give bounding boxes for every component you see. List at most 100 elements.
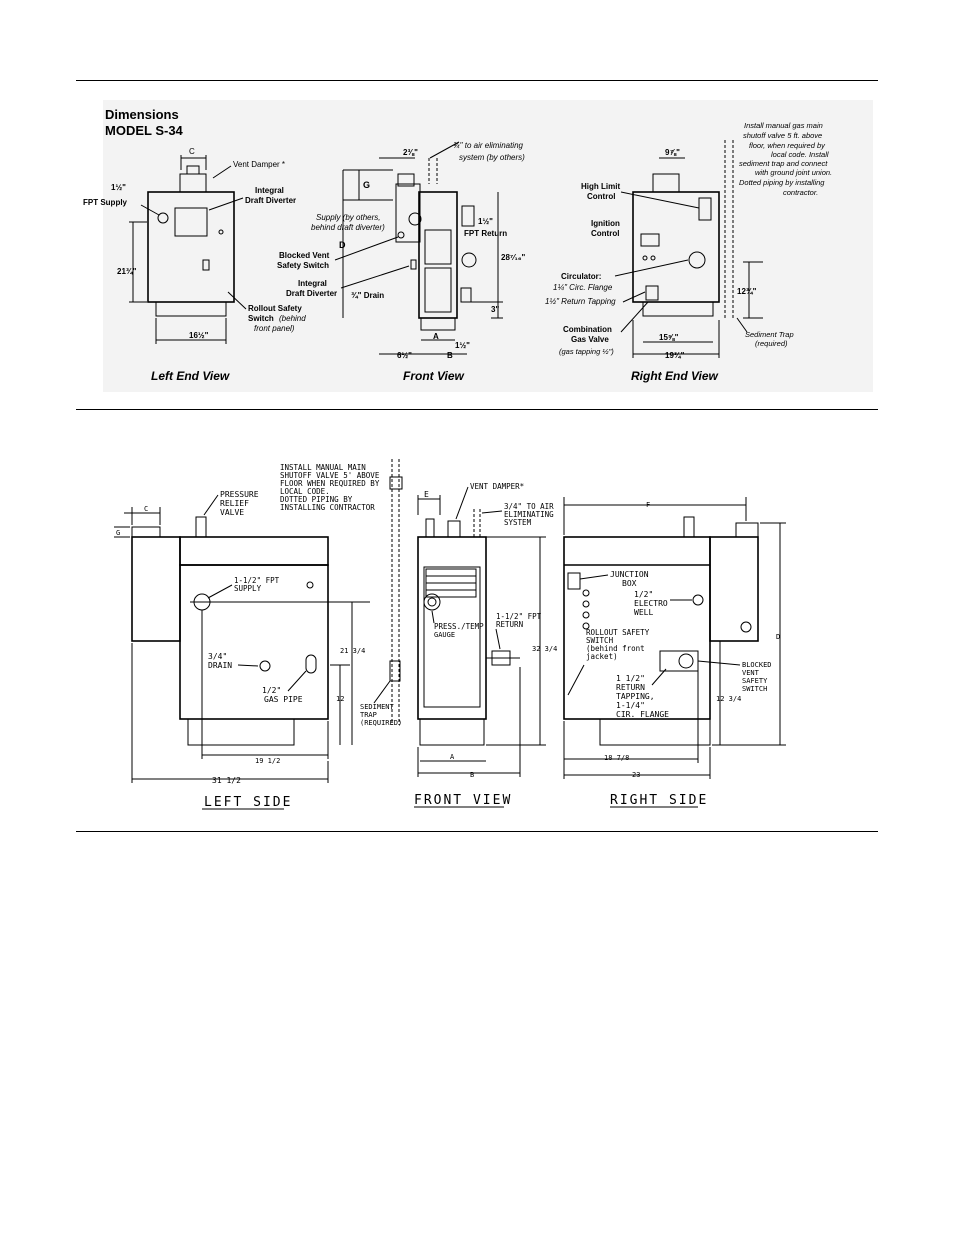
front-view-drawing: E VENT DAMPER* 3/4" TO AIR ELIMINATING S… — [414, 482, 557, 808]
left-diverter-2: Draft Diverter — [245, 196, 296, 205]
front-return-1: 1-1/2" FPT — [496, 612, 542, 621]
right-side-vent-damper — [735, 522, 759, 538]
right-end-base — [642, 301, 714, 317]
front-view-base — [419, 718, 485, 746]
top-rule — [76, 80, 878, 81]
combo-3: (gas tapping ½") — [559, 347, 614, 356]
left-width-inner: 19 1/2 — [255, 757, 280, 765]
right-return-4: 1-1/4" — [616, 701, 645, 710]
blocked-3: SAFETY — [742, 677, 768, 685]
right-note-3: floor, when required by — [749, 141, 826, 150]
supply-others-1: Supply (by others, — [316, 213, 380, 222]
right-dim-top: 9⅞" — [665, 148, 680, 157]
front-height: 32 3/4 — [532, 645, 557, 653]
front-air-2: ELIMINATING — [504, 510, 554, 519]
left-supply-1: 1-1/2" FPT — [234, 576, 280, 585]
front-air-1: 3/4" TO AIR — [504, 502, 554, 511]
front-dim-a: A — [433, 332, 439, 341]
circ-flange-label: 1¼" Circ. Flange — [553, 283, 613, 292]
technical-drawing: PRESSURE RELIEF VALVE C G 1-1/2" FPT SUP… — [100, 455, 800, 815]
right-note-6: with ground joint union. — [755, 168, 832, 177]
install-6: INSTALLING CONTRACTOR — [280, 503, 375, 512]
front-circulator — [461, 252, 477, 268]
front-blocked-vent-switch — [397, 231, 405, 239]
left-supply-size: 1½" — [111, 183, 126, 192]
right-return-5: CIR. FLANGE — [616, 710, 669, 719]
right-return-3: TAPPING, — [616, 692, 655, 701]
front-drain — [410, 259, 417, 270]
left-side-drain — [259, 660, 271, 672]
trap-1: Sediment Trap — [745, 330, 794, 339]
left-supply-label: FPT Supply — [83, 198, 128, 207]
right-rollout-3: (behind front — [586, 644, 645, 653]
ignition-2: Control — [591, 229, 619, 238]
front-dim-1half: 1½" — [455, 341, 470, 350]
right-note-4: local code. Install — [771, 150, 829, 159]
front-drain-label: ¾" Drain — [351, 291, 384, 300]
right-end-view: 9⅞" Install manual gas main shutoff valv… — [545, 121, 832, 383]
ignition-1: Ignition — [591, 219, 620, 228]
model-title: MODEL S-34 — [105, 123, 184, 138]
right-width-inner: 15⅝" — [659, 333, 679, 342]
front-diverter-2: Draft Diverter — [286, 289, 337, 298]
left-end-view-label: Left End View — [151, 369, 230, 383]
blocked-vent-2: Safety Switch — [277, 261, 329, 270]
left-width-outer: 31 1/2 — [212, 776, 241, 785]
blocked-1: BLOCKED — [742, 661, 772, 669]
front-height: 28⁷⁄₁₆" — [501, 253, 525, 262]
technical-drawing-views: PRESSURE RELIEF VALVE C G 1-1/2" FPT SUP… — [114, 459, 786, 810]
electro-2: ELECTRO — [634, 599, 668, 608]
relief-2: RELIEF — [220, 499, 249, 508]
right-width-outer: 19¾" — [665, 351, 685, 360]
left-width: 16½" — [189, 331, 209, 340]
left-side-view: PRESSURE RELIEF VALVE C G 1-1/2" FPT SUP… — [114, 490, 370, 810]
right-rollout-1: ROLLOUT SAFETY — [586, 628, 650, 637]
front-dim-g: G — [363, 180, 370, 190]
front-base — [420, 317, 456, 331]
right-note-7: Dotted piping by installing — [739, 178, 825, 187]
combo-1: Combination — [563, 325, 612, 334]
front-air-elim-1: ¾" to air eliminating — [453, 141, 524, 150]
right-dim-d: D — [776, 633, 780, 641]
left-end-base — [155, 301, 227, 317]
right-side-diverter — [709, 536, 759, 642]
right-note-5: sediment trap and connect — [739, 159, 828, 168]
ignition-control-box — [640, 233, 660, 247]
left-drain-1: 3/4" — [208, 652, 227, 661]
install-5: DOTTED PIPING BY — [280, 495, 353, 504]
trap-label-3: (REQUIRED) — [360, 719, 402, 727]
left-height: 21 3/4 — [340, 647, 365, 655]
blocked-vent-1: Blocked Vent — [279, 251, 330, 260]
supply-others-2: behind draft diverter) — [311, 223, 385, 232]
front-gauge-2: GAUGE — [434, 631, 455, 639]
relief-1: PRESSURE — [220, 490, 259, 499]
sediment-trap — [389, 660, 401, 682]
front-diverter-1: Integral — [298, 279, 327, 288]
left-drain-2: DRAIN — [208, 661, 232, 670]
left-side-diverter — [131, 536, 181, 642]
left-dim-12: 12 — [336, 695, 344, 703]
install-2: SHUTOFF VALVE 5' ABOVE — [280, 471, 380, 480]
left-end-drain — [202, 259, 210, 271]
electro-1: 1/2" — [634, 590, 653, 599]
front-vent-damper: VENT DAMPER* — [470, 482, 524, 491]
front-return-size: 1½" — [478, 217, 493, 226]
front-dim-top: 2⅜" — [403, 148, 418, 157]
dimensions-diagram-s34: Dimensions MODEL S-34 C Vent Damper * 1½… — [83, 107, 832, 383]
right-dim-f: F — [646, 501, 650, 509]
right-side-base — [599, 718, 711, 746]
blocked-2: VENT — [742, 669, 760, 677]
front-dim-d: D — [339, 240, 346, 250]
right-height: 12 3/4 — [716, 695, 741, 703]
high-limit-box — [698, 197, 712, 221]
right-note-8: contractor. — [783, 188, 818, 197]
left-end-view: C Vent Damper * 1½" FPT Supply Integral … — [83, 147, 306, 383]
front-supply-fitting — [408, 212, 422, 226]
gas-main-piping: INSTALL MANUAL MAIN SHUTOFF VALVE 5' ABO… — [280, 459, 403, 727]
rollout-label-3: front panel) — [254, 324, 295, 333]
front-dim-3: 3" — [491, 305, 499, 314]
left-end-supply-fitting — [157, 212, 169, 224]
rollout-label-2: Switch — [248, 314, 274, 323]
right-end-vent-damper — [652, 173, 680, 193]
right-height: 12¾" — [737, 287, 757, 296]
